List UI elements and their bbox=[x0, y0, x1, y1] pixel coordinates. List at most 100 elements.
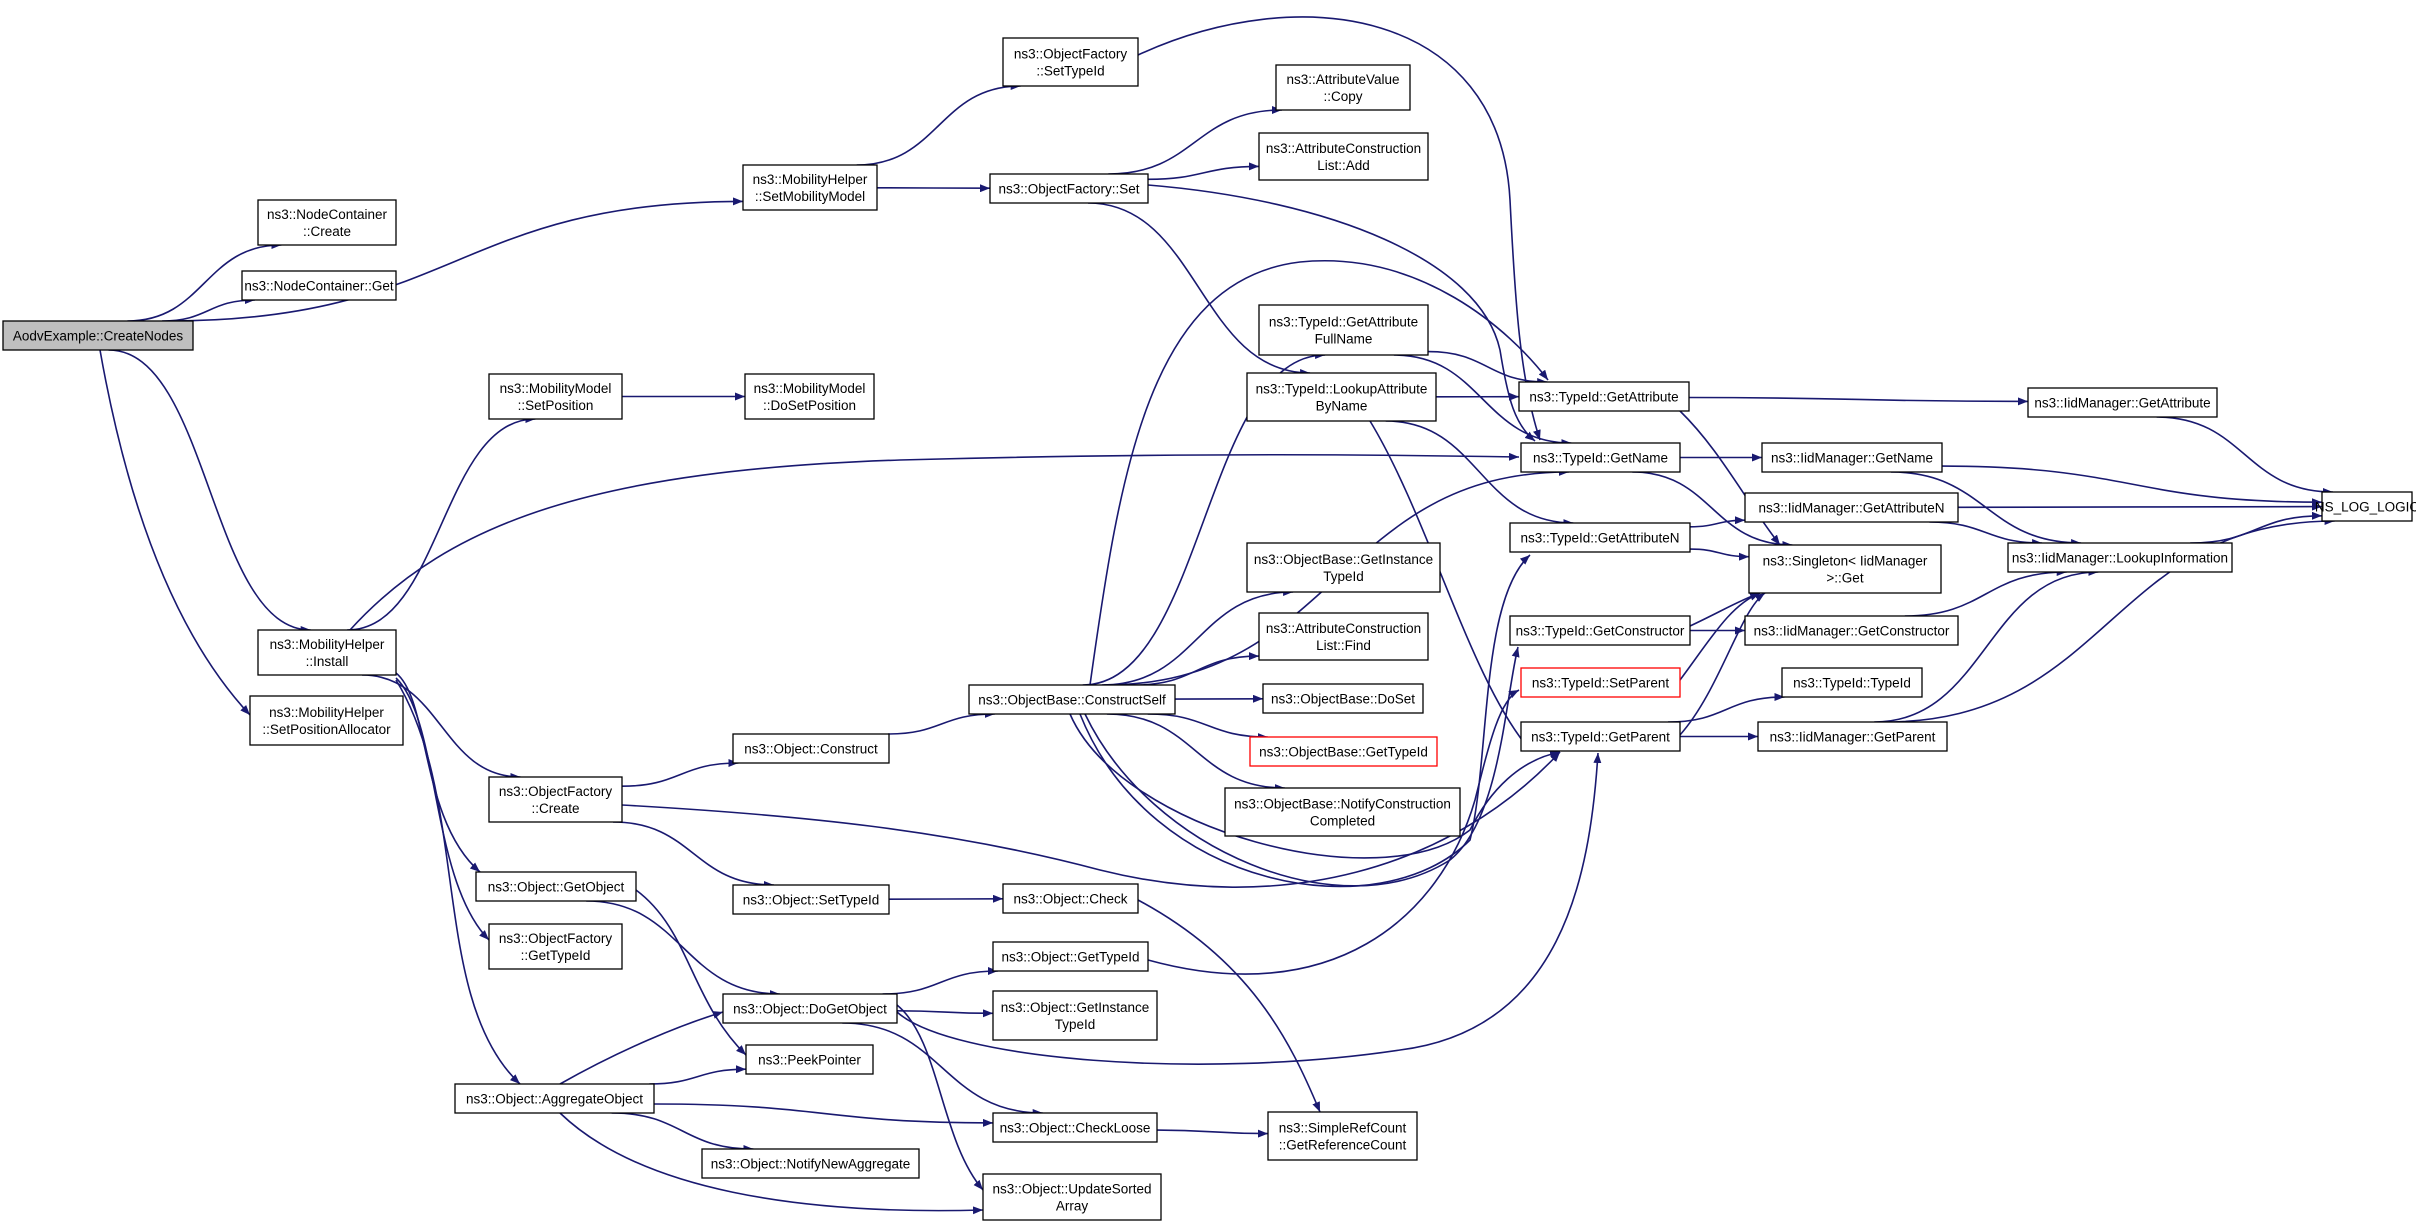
function-node-object-aggregateobject[interactable]: ns3::Object::AggregateObject bbox=[454, 1083, 655, 1114]
call-edge-typeid-lookupattributebyname-to-typeid-getattributen bbox=[1385, 420, 1574, 527]
call-edge-iidmanager-getattribute-to-ns-log-logic bbox=[2156, 416, 2333, 496]
node-label: >::Get bbox=[1826, 571, 1863, 586]
node-label: ByName bbox=[1316, 399, 1368, 414]
function-node-attributevalue-copy[interactable]: ns3::AttributeValue::Copy bbox=[1275, 64, 1411, 111]
node-label: ::Copy bbox=[1323, 89, 1362, 104]
node-box bbox=[1258, 304, 1429, 356]
function-node-singleton-get[interactable]: ns3::Singleton< IidManager>::Get bbox=[1748, 544, 1942, 594]
function-node-mobilitymodel-dosetposition[interactable]: ns3::MobilityModel::DoSetPosition bbox=[744, 373, 875, 420]
node-label: Array bbox=[1056, 1199, 1089, 1214]
function-node-mobilitymodel-setposition[interactable]: ns3::MobilityModel::SetPosition bbox=[488, 373, 623, 420]
node-label: NS_LOG_LOGIC bbox=[2315, 500, 2416, 515]
function-node-objectbase-doset[interactable]: ns3::ObjectBase::DoSet bbox=[1262, 683, 1424, 714]
function-node-ns-log-logic[interactable]: NS_LOG_LOGIC bbox=[2315, 491, 2416, 522]
node-box bbox=[1744, 492, 1959, 523]
function-node-iidmanager-getname[interactable]: ns3::IidManager::GetName bbox=[1761, 442, 1943, 473]
node-label: ns3::TypeId::GetAttributeN bbox=[1520, 531, 1679, 546]
node-label: ::SetPosition bbox=[518, 398, 594, 413]
function-node-object-construct[interactable]: ns3::Object::Construct bbox=[732, 733, 890, 764]
node-box bbox=[1246, 372, 1437, 422]
call-edge-iidmanager-getparent-to-iidmanager-lookupinformation bbox=[1874, 568, 2099, 723]
node-label: ns3::ObjectBase::NotifyConstruction bbox=[1234, 797, 1451, 812]
function-node-iidmanager-getconstructor[interactable]: ns3::IidManager::GetConstructor bbox=[1744, 615, 1959, 646]
node-box bbox=[1509, 522, 1691, 553]
function-node-mobilityhelper-setpositionallocator[interactable]: ns3::MobilityHelper::SetPositionAllocato… bbox=[249, 695, 404, 746]
node-label: ns3::ObjectBase::ConstructSelf bbox=[978, 693, 1166, 708]
node-label: ns3::MobilityModel bbox=[754, 381, 866, 396]
function-node-iidmanager-getattributen[interactable]: ns3::IidManager::GetAttributeN bbox=[1744, 492, 1959, 523]
node-label: ::SetMobilityModel bbox=[755, 189, 865, 204]
call-edge-objectfactory-set-to-typeid-getname bbox=[1147, 184, 1536, 442]
function-node-iidmanager-getattribute[interactable]: ns3::IidManager::GetAttribute bbox=[2027, 387, 2218, 418]
function-node-nodecontainer-get[interactable]: ns3::NodeContainer::Get bbox=[241, 270, 397, 301]
node-box bbox=[732, 733, 890, 764]
function-node-objectfactory-gettypeid[interactable]: ns3::ObjectFactory::GetTypeId bbox=[488, 923, 623, 970]
node-label: ns3::Object::NotifyNewAggregate bbox=[711, 1157, 911, 1172]
node-box bbox=[1520, 721, 1681, 752]
function-node-typeid-setparent[interactable]: ns3::TypeId::SetParent bbox=[1520, 667, 1681, 698]
call-edge-typeid-setparent-to-singleton-get bbox=[1679, 592, 1761, 681]
node-label: ns3::MobilityHelper bbox=[269, 705, 384, 720]
call-edge-typeid-getattributefullname-to-typeid-getname bbox=[1393, 354, 1572, 447]
function-node-objectfactory-set[interactable]: ns3::ObjectFactory::Set bbox=[989, 173, 1149, 204]
function-node-objectbase-constructself[interactable]: ns3::ObjectBase::ConstructSelf bbox=[968, 684, 1176, 715]
node-box bbox=[1509, 615, 1691, 646]
function-node-typeid-getattribute[interactable]: ns3::TypeId::GetAttribute bbox=[1518, 381, 1690, 412]
node-box bbox=[1246, 542, 1441, 593]
node-box bbox=[1748, 544, 1942, 594]
function-node-iidmanager-lookupinformation[interactable]: ns3::IidManager::LookupInformation bbox=[2007, 542, 2233, 573]
node-box bbox=[1275, 64, 1411, 111]
call-edge-objectbase-constructself-to-typeid-getconstructor bbox=[1084, 646, 1520, 887]
function-node-typeid-getconstructor[interactable]: ns3::TypeId::GetConstructor bbox=[1509, 615, 1691, 646]
node-label: ns3::TypeId::GetConstructor bbox=[1516, 624, 1685, 639]
node-box bbox=[701, 1148, 920, 1179]
call-edge-object-checkloose-to-simplerefcount-getreferencecount bbox=[1156, 1129, 1269, 1138]
call-edge-iidmanager-getname-to-ns-log-logic bbox=[1941, 465, 2323, 507]
function-node-object-dogetobject[interactable]: ns3::Object::DoGetObject bbox=[722, 993, 898, 1024]
function-node-typeid-getattributen[interactable]: ns3::TypeId::GetAttributeN bbox=[1509, 522, 1691, 553]
function-node-aodv-createnodes[interactable]: AodvExample::CreateNodes bbox=[2, 320, 194, 351]
node-label: List::Find bbox=[1316, 638, 1371, 653]
function-node-object-checkloose[interactable]: ns3::Object::CheckLoose bbox=[992, 1112, 1158, 1143]
function-nodes: AodvExample::CreateNodes ns3::NodeContain… bbox=[2, 37, 2416, 1221]
function-node-objectfactory-settypeid[interactable]: ns3::ObjectFactory::SetTypeId bbox=[1002, 37, 1139, 87]
node-label: ns3::Object::Construct bbox=[744, 742, 878, 757]
function-node-peekpointer[interactable]: ns3::PeekPointer bbox=[745, 1044, 874, 1075]
function-node-objectbase-notifyconstructioncompleted[interactable]: ns3::ObjectBase::NotifyConstructionCompl… bbox=[1224, 787, 1461, 837]
node-label: ns3::Object::SetTypeId bbox=[743, 893, 880, 908]
function-node-object-notifynewaggregate[interactable]: ns3::Object::NotifyNewAggregate bbox=[701, 1148, 920, 1179]
function-node-objectfactory-create[interactable]: ns3::ObjectFactory::Create bbox=[488, 776, 623, 823]
function-node-typeid-typeid[interactable]: ns3::TypeId::TypeId bbox=[1781, 667, 1923, 698]
call-edge-object-dogetobject-to-typeid-getparent bbox=[896, 752, 1602, 1065]
node-label: ns3::ObjectFactory bbox=[499, 784, 613, 799]
node-box bbox=[488, 923, 623, 970]
function-node-iidmanager-getparent[interactable]: ns3::IidManager::GetParent bbox=[1757, 721, 1948, 752]
node-label: ns3::TypeId::SetParent bbox=[1532, 676, 1670, 691]
call-edge-objectfactory-set-to-attributevalue-copy bbox=[1108, 106, 1283, 175]
call-edge-object-aggregateobject-to-object-updatesortedarray bbox=[559, 1112, 984, 1215]
function-node-mobilityhelper-setmobilitymodel[interactable]: ns3::MobilityHelper::SetMobilityModel bbox=[742, 164, 878, 211]
function-node-mobilityhelper-install[interactable]: ns3::MobilityHelper::Install bbox=[257, 629, 397, 676]
function-node-nodecontainer-create[interactable]: ns3::NodeContainer::Create bbox=[257, 199, 397, 246]
function-node-object-check[interactable]: ns3::Object::Check bbox=[1002, 883, 1139, 914]
function-node-typeid-getparent[interactable]: ns3::TypeId::GetParent bbox=[1520, 721, 1681, 752]
function-node-object-getobject[interactable]: ns3::Object::GetObject bbox=[475, 871, 637, 902]
call-edge-typeid-lookupattributebyname-to-typeid-getparent bbox=[1369, 420, 1531, 751]
function-node-objectbase-gettypeid[interactable]: ns3::ObjectBase::GetTypeId bbox=[1249, 736, 1438, 767]
node-label: ns3::TypeId::GetName bbox=[1533, 451, 1668, 466]
call-edge-object-aggregateobject-to-object-checkloose bbox=[653, 1103, 994, 1127]
node-box bbox=[1520, 442, 1681, 473]
function-node-typeid-getname[interactable]: ns3::TypeId::GetName bbox=[1520, 442, 1681, 473]
call-edge-mobilityhelper-install-to-mobilitymodel-setposition bbox=[347, 415, 536, 631]
function-node-object-settypeid[interactable]: ns3::Object::SetTypeId bbox=[732, 884, 890, 915]
function-node-simplerefcount-getreferencecount[interactable]: ns3::SimpleRefCount::GetReferenceCount bbox=[1267, 1111, 1418, 1161]
function-node-object-gettypeid[interactable]: ns3::Object::GetTypeId bbox=[992, 941, 1149, 972]
call-edge-aodv-createnodes-to-mobilityhelper-setmobilitymodel bbox=[167, 197, 744, 322]
